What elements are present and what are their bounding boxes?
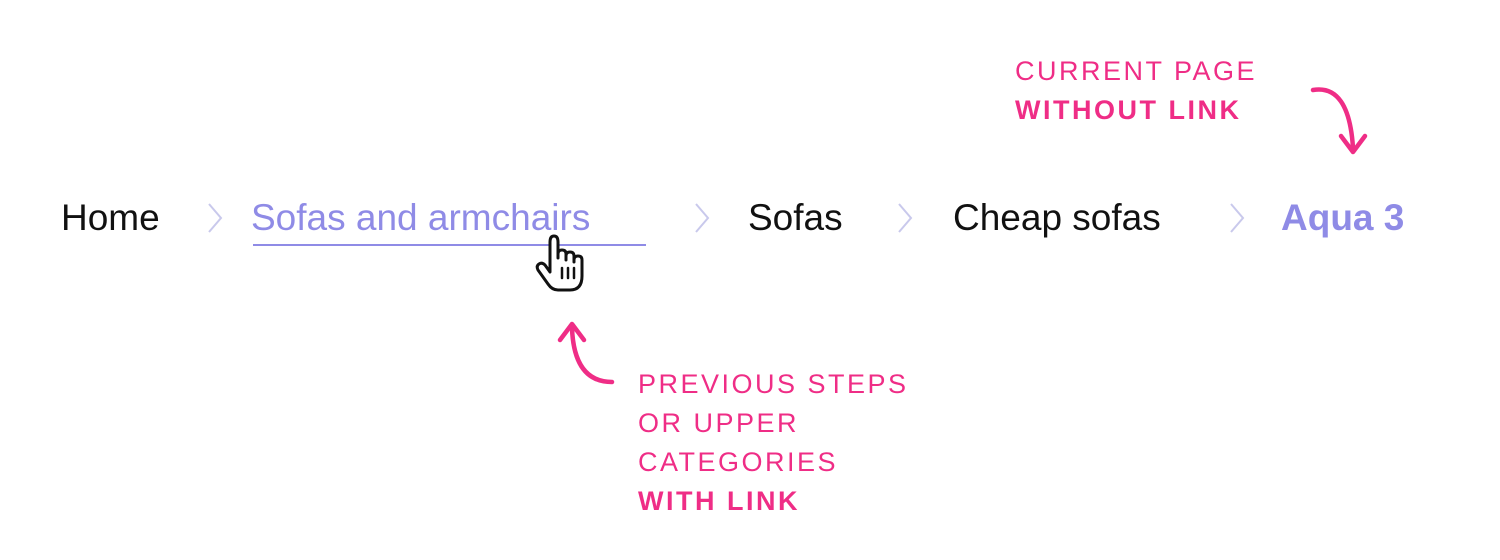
breadcrumb-item-sofas[interactable]: Sofas <box>748 197 843 238</box>
hand-pointer-icon <box>535 234 584 292</box>
annotation-line: categories <box>638 447 839 477</box>
annotation-line-emphasis: Without link <box>1015 95 1242 125</box>
breadcrumb-item-current: Aqua 3 <box>1281 197 1405 238</box>
annotation-line: or upper <box>638 408 800 438</box>
link-underline <box>253 244 646 246</box>
chevron-right-icon <box>898 203 913 233</box>
chevron-right-icon <box>695 203 710 233</box>
annotation-current-page: Current page Without link <box>1015 52 1257 130</box>
annotation-line-emphasis: With link <box>638 486 800 516</box>
chevron-right-icon <box>208 203 223 233</box>
breadcrumb-item-home[interactable]: Home <box>61 197 160 238</box>
curved-arrow-icon <box>1310 87 1368 155</box>
breadcrumb-item-sofas-and-armchairs[interactable]: Sofas and armchairs <box>251 197 591 238</box>
breadcrumb-item-cheap-sofas[interactable]: Cheap sofas <box>953 197 1161 238</box>
annotation-line: Current page <box>1015 56 1258 86</box>
annotation-line: Previous steps <box>638 369 909 399</box>
curved-arrow-icon <box>557 321 615 385</box>
chevron-right-icon <box>1230 203 1245 233</box>
annotation-previous-steps: Previous steps or upper categories With … <box>638 365 909 521</box>
